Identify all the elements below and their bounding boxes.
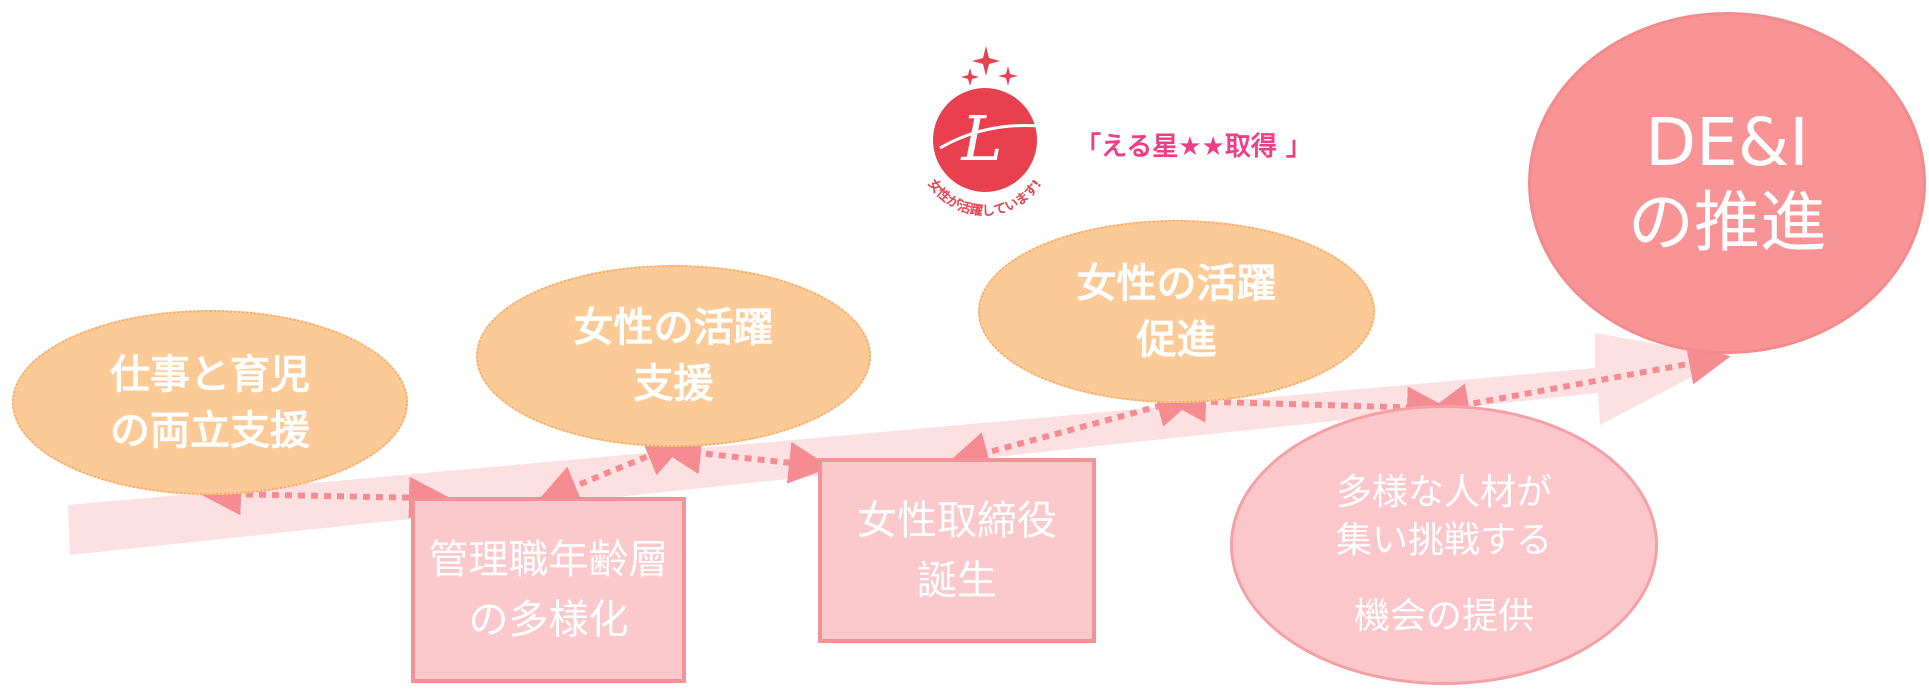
connector-6 (1427, 343, 1731, 425)
sparkle-icon (961, 68, 979, 86)
box-director-line-2: 誕生 (917, 557, 997, 604)
connector-3 (659, 432, 831, 484)
step-work-childcare-line-2: の両立支援 (110, 407, 310, 454)
logo-letter: L (960, 102, 1002, 175)
step-women-support: 女性の活躍 支援 (476, 265, 871, 447)
certification-label: 「える星★★取得 」 (1075, 132, 1312, 162)
goal-deai-promotion: DE&I の推進 (1528, 12, 1926, 354)
connector-1 (199, 473, 451, 519)
opportunity-line-2: 集い挑戦する (1335, 520, 1552, 561)
circle-diverse-talent-opportunity: 多様な人材が 集い挑戦する 機会の提供 (1230, 405, 1658, 685)
sparkle-icon (998, 66, 1018, 86)
step-women-promote-line-1: 女性の活躍 (1076, 260, 1277, 307)
step-women-support-line-2: 支援 (633, 361, 714, 407)
box-management-age-diversity: 管理職年齢層 の多様化 (411, 497, 686, 683)
step-women-promote-line-2: 促進 (1136, 316, 1217, 363)
sparkle-icon (972, 46, 1000, 76)
step-women-promote: 女性の活躍 促進 (978, 220, 1375, 403)
logo-swoosh (939, 124, 1041, 150)
box-mgmt-line-2: の多様化 (468, 597, 629, 643)
logo-red-circle (933, 88, 1037, 192)
step-work-childcare-balance: 仕事と育児 の両立支援 (12, 310, 408, 495)
goal-line-1: DE&I (1645, 104, 1809, 181)
opportunity-line-3: 機会の提供 (1353, 596, 1534, 637)
goal-line-2: の推進 (1628, 184, 1826, 261)
step-work-childcare-line-1: 仕事と育児 (110, 351, 310, 398)
box-director-line-1: 女性取締役 (857, 497, 1057, 544)
box-mgmt-line-1: 管理職年齢層 (428, 537, 669, 583)
connector-5 (1164, 380, 1449, 429)
step-women-support-line-1: 女性の活躍 (573, 305, 774, 351)
connector-4 (946, 386, 1199, 473)
eruboshi-certification-logo: L 女性が活躍しています! (925, 46, 1045, 219)
box-female-director: 女性取締役 誕生 (818, 458, 1096, 643)
opportunity-line-1: 多様な人材が (1335, 472, 1552, 513)
